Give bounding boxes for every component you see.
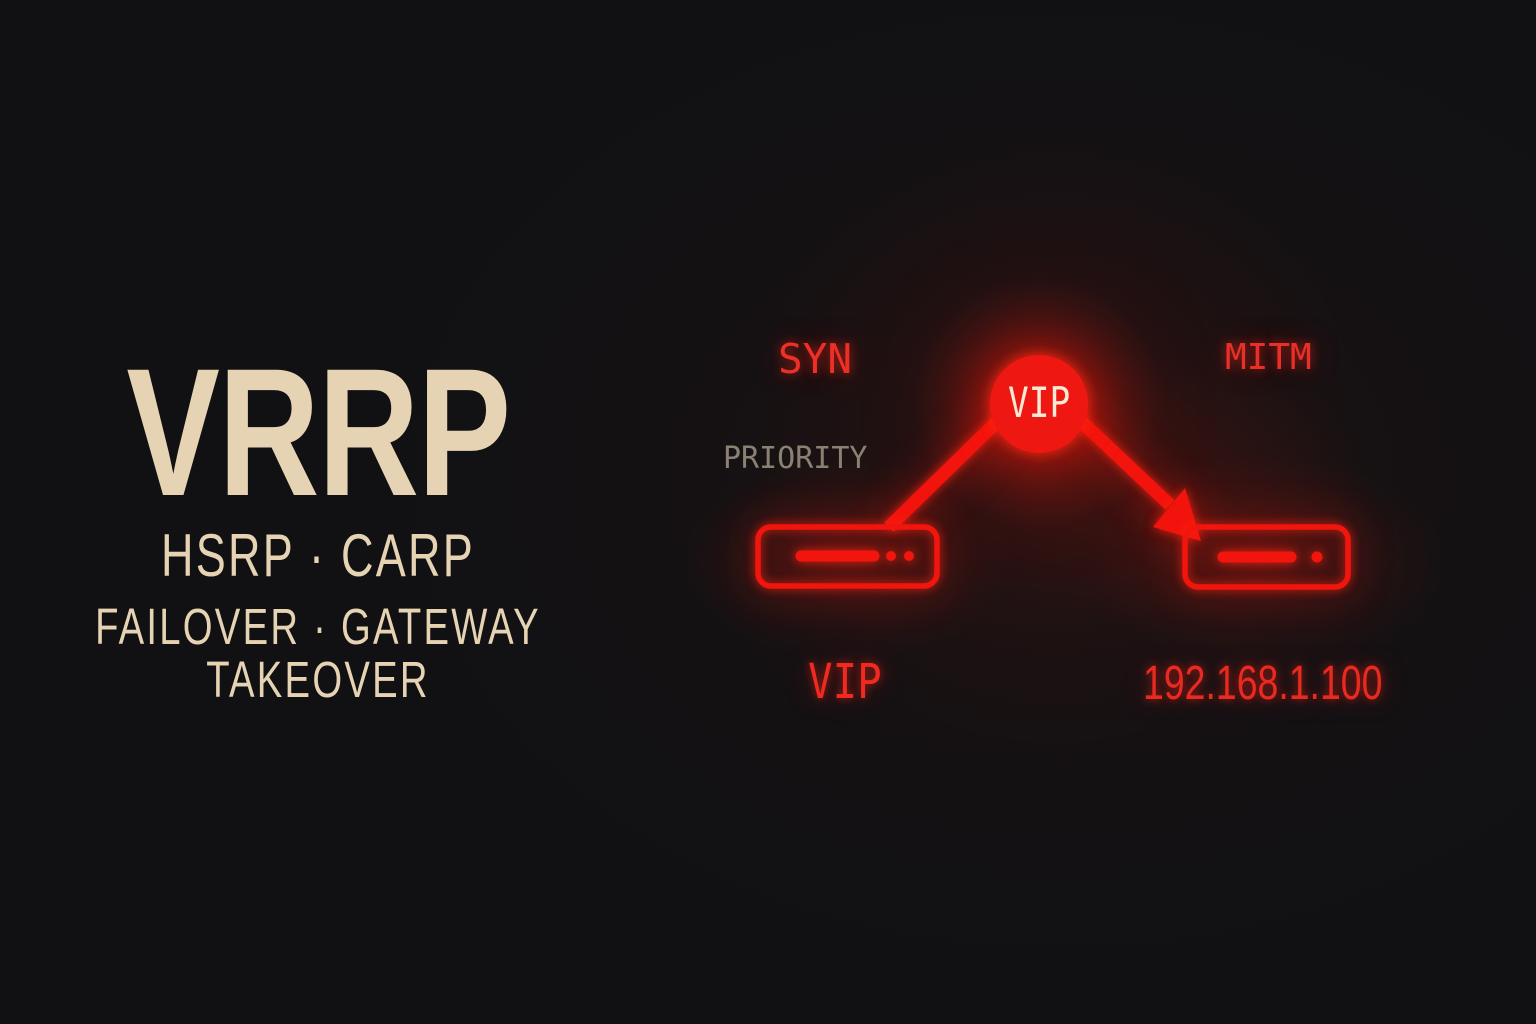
subtitle-failover-gateway: FAILOVER · GATEWAY <box>95 598 541 655</box>
label-syn: SYN <box>778 335 853 383</box>
title-block: VRRP HSRP · CARP FAILOVER · GATEWAY TAKE… <box>0 0 636 1024</box>
label-router-left-vip: VIP <box>808 654 882 710</box>
label-priority: PRIORITY <box>723 441 868 476</box>
subtitle-protocols: HSRP · CARP <box>161 522 475 589</box>
vip-node-label: VIP <box>1008 378 1071 427</box>
label-mitm: MITM <box>1225 337 1312 378</box>
label-ip-address: 192.168.1.100 <box>1143 657 1383 710</box>
subtitle-takeover: TAKEOVER <box>206 651 430 708</box>
vip-node-circle-icon <box>990 355 1088 453</box>
router-backup-icon <box>1182 524 1351 590</box>
page-title: VRRP <box>126 330 511 534</box>
link-line-master <box>884 402 1017 532</box>
router-master-icon <box>755 524 940 589</box>
